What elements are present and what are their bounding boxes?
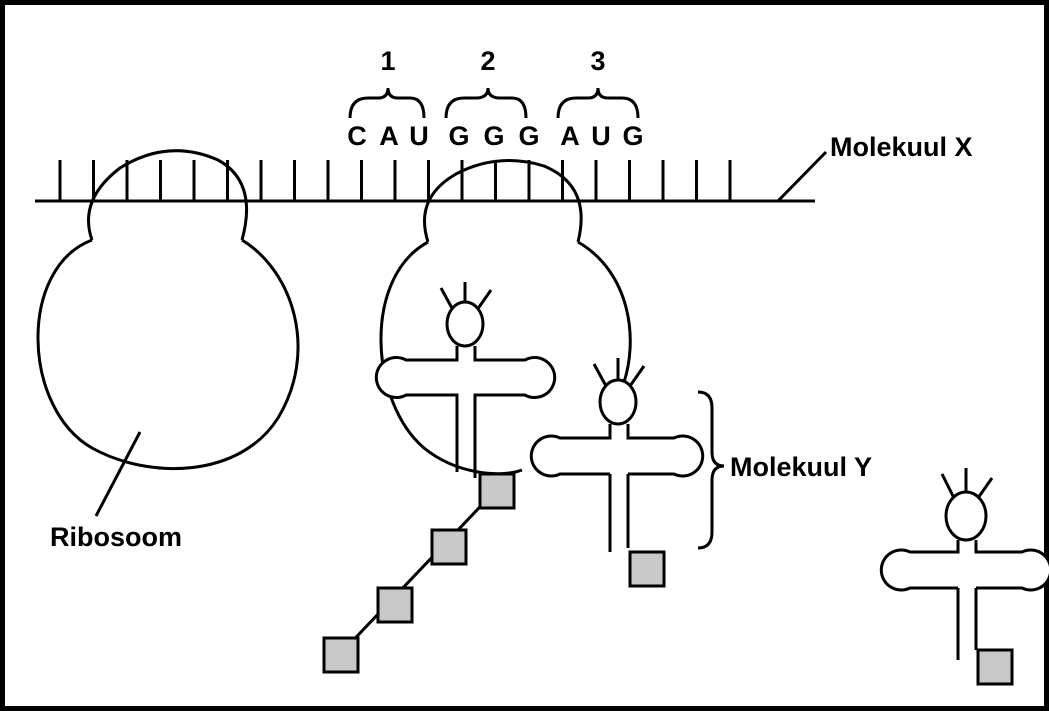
amino-acid — [430, 528, 468, 566]
codon-3-base-1: A — [560, 121, 580, 151]
amino-acid — [322, 636, 360, 674]
molecule-y-bracket — [697, 390, 725, 550]
codon-2-base-2: G — [483, 121, 504, 151]
codon-number-1: 1 — [380, 46, 395, 76]
codon-2-base-3: G — [518, 121, 539, 151]
trna-free — [879, 468, 1049, 660]
codon-1-base-3: U — [409, 121, 429, 151]
amino-acid — [628, 550, 666, 588]
ribosome-left — [36, 149, 300, 470]
amino-acid — [376, 586, 414, 624]
peptide-chain — [322, 472, 516, 674]
molecule-x-pointer — [776, 150, 828, 203]
trna-molecule-y — [529, 358, 705, 552]
codon-1-base-1: C — [347, 121, 367, 151]
mrna-strand — [35, 160, 815, 203]
codon-1-base-2: A — [379, 121, 399, 151]
codon-3-base-2: U — [591, 121, 611, 151]
codon-number-2: 2 — [480, 46, 495, 76]
trna-with-peptide — [374, 282, 557, 478]
amino-acid — [478, 472, 516, 510]
ribosome-right — [379, 159, 632, 476]
amino-acid — [976, 648, 1014, 686]
codon-number-3: 3 — [590, 46, 605, 76]
mrna-bases — [58, 160, 732, 201]
ribosome-label: Ribosoom — [50, 522, 182, 552]
ribosome-pointer — [94, 431, 142, 517]
molecule-y-label: Molekuul Y — [730, 452, 872, 482]
codon-3-base-3: G — [622, 121, 643, 151]
codon-brackets — [348, 87, 640, 119]
codon-2-base-1: G — [448, 121, 469, 151]
molecule-x-label: Molekuul X — [830, 132, 973, 162]
